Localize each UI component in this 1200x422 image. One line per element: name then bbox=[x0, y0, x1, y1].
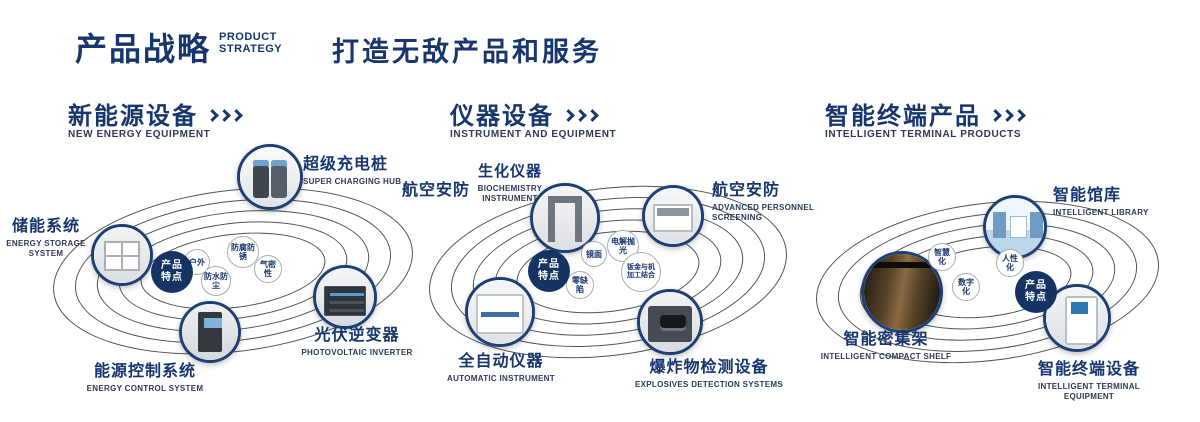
product-label-super-charging-hub: 超级充电桩 SUPER CHARGING HUB bbox=[303, 150, 421, 187]
terminal-kiosk-photo bbox=[1046, 287, 1108, 349]
compact-shelf-photo bbox=[864, 254, 940, 330]
product-name-en: INTELLIGENT COMPACT SHELF bbox=[820, 352, 952, 361]
triple-chevron-icon bbox=[206, 108, 243, 122]
product-name-cn: 光伏逆变器 bbox=[314, 327, 400, 344]
automatic-instrument-photo bbox=[468, 280, 532, 344]
badge-line2: 特点 bbox=[161, 272, 183, 283]
product-name-cn: 生化仪器 bbox=[477, 163, 542, 180]
library-photo bbox=[986, 198, 1044, 256]
badge-line2: 特点 bbox=[538, 271, 560, 282]
section-subtitle-en: NEW ENERGY EQUIPMENT bbox=[68, 129, 211, 140]
product-name-en: INTELLIGENT LIBRARY bbox=[1053, 208, 1149, 217]
page-title-en-line1: PRODUCT bbox=[219, 31, 277, 43]
energy-storage-photo bbox=[94, 227, 150, 283]
product-name-en: ENERGY STORAGE SYSTEM bbox=[6, 239, 86, 258]
product-name-en: PHOTOVOLTAIC INVERTER bbox=[301, 348, 413, 357]
product-name-en: BIOCHEMISTRY INSTRUMENT bbox=[477, 184, 543, 203]
badge-line1: 产品 bbox=[1025, 280, 1047, 291]
product-name-cn: 储能系统 bbox=[11, 218, 80, 235]
control-system-photo bbox=[182, 304, 238, 360]
page-title-en: PRODUCT STRATEGY bbox=[219, 31, 282, 55]
product-name-cn: 能源控制系统 bbox=[93, 363, 196, 380]
feature-bubble: 气密性 bbox=[254, 255, 282, 283]
product-label-personnel-screening: 航空安防 ADVANCED PERSONNEL SCREENING bbox=[712, 176, 830, 223]
product-node-energy-control-system bbox=[179, 301, 241, 363]
page-title: 产品战略 bbox=[75, 31, 212, 67]
inverter-photo bbox=[316, 268, 374, 326]
product-name-cn: 全自动仪器 bbox=[458, 353, 544, 370]
product-name-cn: 航空安防 bbox=[402, 182, 471, 199]
product-node-photovoltaic-inverter bbox=[313, 265, 377, 329]
product-name-en: INTELLIGENT TERMINAL EQUIPMENT bbox=[1038, 382, 1140, 401]
product-label-photovoltaic-inverter: 光伏逆变器 PHOTOVOLTAIC INVERTER bbox=[296, 321, 418, 358]
section-title-cn: 新能源设备 bbox=[68, 103, 198, 130]
product-name-cn: 智能密集架 bbox=[843, 331, 929, 348]
feature-bubble: 智慧化 bbox=[928, 243, 956, 271]
product-label-intelligent-library: 智能馆库 INTELLIGENT LIBRARY bbox=[1053, 181, 1171, 218]
badge-line1: 产品 bbox=[538, 259, 560, 270]
side-label-aviation-security: 航空安防 bbox=[402, 176, 470, 200]
product-name-en: AUTOMATIC INSTRUMENT bbox=[447, 374, 555, 383]
product-features-badge: 产品 特点 bbox=[151, 251, 193, 293]
section-subtitle-en: INTELLIGENT TERMINAL PRODUCTS bbox=[825, 129, 1022, 140]
product-label-biochemistry-instrument: 生化仪器 BIOCHEMISTRY INSTRUMENT bbox=[455, 160, 565, 204]
badge-line2: 特点 bbox=[1025, 292, 1047, 303]
slogan: 打造无敌产品和服务 bbox=[332, 37, 602, 67]
product-name-en: ENERGY CONTROL SYSTEM bbox=[86, 384, 204, 393]
product-label-intelligent-compact-shelf: 智能密集架 INTELLIGENT COMPACT SHELF bbox=[820, 325, 952, 362]
xray-scanner-photo bbox=[640, 292, 700, 352]
product-node-explosives-detection bbox=[637, 289, 703, 355]
product-name-cn: 智能馆库 bbox=[1053, 187, 1122, 204]
section-title-new-energy: 新能源设备 bbox=[68, 96, 243, 131]
feature-bubble: 钣金与机加工结合 bbox=[621, 252, 661, 292]
screening-machine-photo bbox=[645, 188, 701, 244]
section-title-instruments: 仪器设备 bbox=[450, 96, 599, 131]
feature-bubble: 零缺陷 bbox=[566, 271, 594, 299]
feature-bubble: 镜面 bbox=[581, 241, 607, 267]
product-name-cn: 爆炸物检测设备 bbox=[649, 359, 769, 376]
feature-bubble: 人性化 bbox=[996, 249, 1024, 277]
product-name-en: EXPLOSIVES DETECTION SYSTEMS bbox=[635, 380, 783, 389]
charging-hub-photo bbox=[240, 147, 300, 207]
triple-chevron-icon bbox=[989, 108, 1026, 122]
product-node-energy-storage bbox=[91, 224, 153, 286]
product-label-explosives-detection: 爆炸物检测设备 EXPLOSIVES DETECTION SYSTEMS bbox=[623, 353, 795, 390]
product-node-personnel-screening bbox=[642, 185, 704, 247]
product-features-badge: 产品 特点 bbox=[1015, 271, 1057, 313]
product-name-en: SUPER CHARGING HUB bbox=[303, 177, 402, 186]
security-gate-photo bbox=[533, 186, 597, 250]
product-name-en: ADVANCED PERSONNEL SCREENING bbox=[712, 203, 815, 222]
feature-bubble: 防腐防锈 bbox=[227, 236, 259, 268]
section-title-intelligent-terminal: 智能终端产品 bbox=[825, 96, 1026, 131]
product-label-automatic-instrument: 全自动仪器 AUTOMATIC INSTRUMENT bbox=[428, 347, 574, 384]
section-title-cn: 智能终端产品 bbox=[825, 103, 981, 130]
triple-chevron-icon bbox=[562, 108, 599, 122]
page-header: 产品战略 PRODUCT STRATEGY bbox=[75, 24, 282, 70]
feature-bubble: 防水防尘 bbox=[201, 266, 231, 296]
feature-bubble: 数字化 bbox=[952, 273, 980, 301]
section-subtitle-en: INSTRUMENT AND EQUIPMENT bbox=[450, 129, 617, 140]
product-features-badge: 产品 特点 bbox=[528, 250, 570, 292]
product-label-energy-storage: 储能系统 ENERGY STORAGE SYSTEM bbox=[2, 212, 90, 259]
product-label-energy-control-system: 能源控制系统 ENERGY CONTROL SYSTEM bbox=[72, 357, 218, 394]
badge-line1: 产品 bbox=[161, 260, 183, 271]
section-title-cn: 仪器设备 bbox=[450, 103, 554, 130]
product-node-super-charging-hub bbox=[237, 144, 303, 210]
product-label-intelligent-terminal-equipment: 智能终端设备 INTELLIGENT TERMINAL EQUIPMENT bbox=[1020, 355, 1158, 402]
product-name-cn: 航空安防 bbox=[712, 182, 781, 199]
product-name-cn: 智能终端设备 bbox=[1037, 361, 1140, 378]
product-name-cn: 超级充电桩 bbox=[303, 156, 389, 173]
product-node-automatic-instrument bbox=[465, 277, 535, 347]
page-title-en-line2: STRATEGY bbox=[219, 43, 283, 55]
